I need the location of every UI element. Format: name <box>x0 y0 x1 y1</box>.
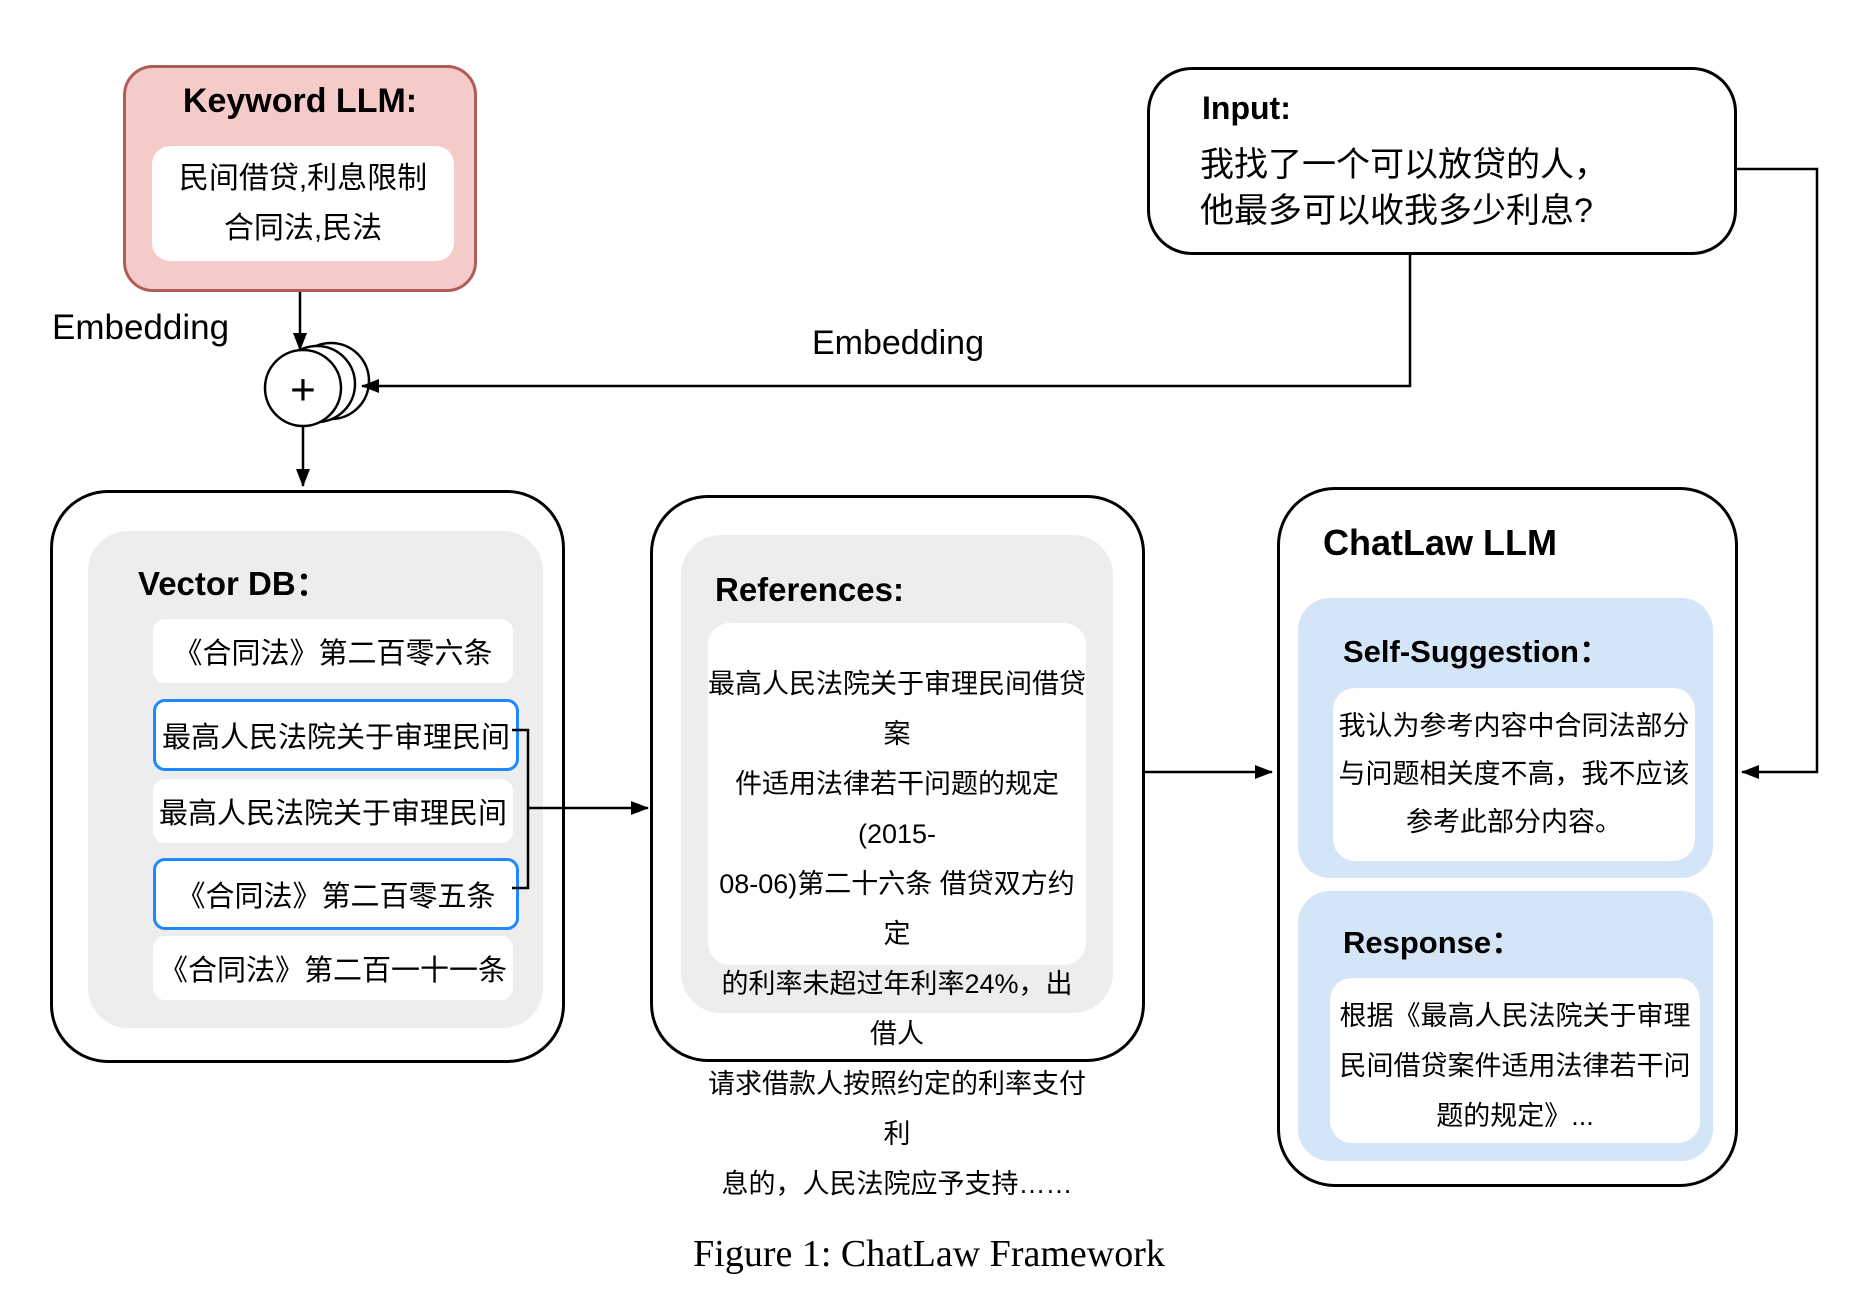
response-title: Response： <box>1343 925 1523 960</box>
self-suggestion-line: 参考此部分内容。 <box>1406 807 1622 837</box>
chatlaw-llm-title: ChatLaw LLM <box>1323 522 1557 563</box>
references-line: 请求借款人按照约定的利率支付利 <box>708 1069 1086 1149</box>
response-content: 根据《最高人民法院关于审理 民间借贷案件适用法律若干问 题的规定》... <box>1330 978 1700 1143</box>
input-line: 他最多可以收我多少利息? <box>1200 192 1593 230</box>
self-suggestion-panel: Self-Suggestion： 我认为参考内容中合同法部分 与问题相关度不高，… <box>1298 598 1713 878</box>
embedding-label-middle: Embedding <box>811 324 984 362</box>
vector-db-item: 《合同法》第二百零六条 <box>153 619 513 683</box>
references-panel: References: 最高人民法院关于审理民间借贷案 件适用法律若干问题的规定… <box>681 535 1113 1199</box>
self-suggestion-line: 与问题相关度不高，我不应该 <box>1338 759 1690 789</box>
references-title: References: <box>715 571 904 608</box>
plus-icon: + <box>290 366 316 415</box>
self-suggestion-title: Self-Suggestion： <box>1343 634 1610 669</box>
references-content: 最高人民法院关于审理民间借贷案 件适用法律若干问题的规定(2015- 08-06… <box>708 623 1086 1199</box>
references-box: References: 最高人民法院关于审理民间借贷案 件适用法律若干问题的规定… <box>650 495 1145 1199</box>
arrow-input-to-chatlaw <box>1737 167 1819 779</box>
keyword-llm-content: 民间借贷,利息限制 合同法,民法 <box>152 146 454 261</box>
arrow-input-to-embedding <box>361 255 1412 393</box>
self-suggestion-line: 我认为参考内容中合同法部分 <box>1338 711 1690 741</box>
vector-db-panel: Vector DB： 《合同法》第二百零六条 最高人民法院关于审理民间 最高人民… <box>88 531 543 1028</box>
embedding-label-left: Embedding <box>52 308 230 347</box>
references-line: 息的，人民法院应予支持…… <box>721 1169 1073 1199</box>
embedding-sum-icon: + <box>263 341 371 428</box>
input-box: Input: 我找了一个可以放贷的人， 他最多可以收我多少利息? <box>1147 67 1737 255</box>
vector-db-item-highlighted: 《合同法》第二百零五条 <box>153 858 519 930</box>
vector-db-title: Vector DB： <box>138 565 329 602</box>
input-line: 我找了一个可以放贷的人， <box>1200 146 1608 184</box>
self-suggestion-content: 我认为参考内容中合同法部分 与问题相关度不高，我不应该 参考此部分内容。 <box>1333 688 1695 861</box>
references-line: 件适用法律若干问题的规定(2015- <box>735 769 1059 849</box>
response-line: 民间借贷案件适用法律若干问 <box>1339 1051 1691 1081</box>
references-line: 的利率未超过年利率24%，出借人 <box>721 969 1073 1049</box>
keyword-llm-title: Keyword LLM: <box>182 82 418 120</box>
keyword-line: 民间借贷,利息限制 <box>178 161 428 195</box>
figure-caption: Figure 1: ChatLaw Framework <box>693 1233 1165 1275</box>
vector-db-item-highlighted: 最高人民法院关于审理民间 <box>153 699 519 771</box>
response-line: 根据《最高人民法院关于审理 <box>1339 1001 1691 1031</box>
vector-db-item: 最高人民法院关于审理民间 <box>153 779 513 843</box>
vector-db-box: Vector DB： 《合同法》第二百零六条 最高人民法院关于审理民间 最高人民… <box>50 490 565 1063</box>
input-title: Input: <box>1202 90 1291 126</box>
response-panel: Response： 根据《最高人民法院关于审理 民间借贷案件适用法律若干问 题的… <box>1298 891 1713 1161</box>
input-text: 我找了一个可以放贷的人， 他最多可以收我多少利息? <box>1200 142 1720 234</box>
references-line: 08-06)第二十六条 借贷双方约定 <box>719 869 1075 949</box>
keyword-llm-box: Keyword LLM: 民间借贷,利息限制 合同法,民法 <box>123 65 477 292</box>
response-line: 题的规定》... <box>1436 1101 1594 1131</box>
references-line: 最高人民法院关于审理民间借贷案 <box>708 669 1086 749</box>
keyword-line: 合同法,民法 <box>223 211 383 245</box>
chatlaw-llm-box: ChatLaw LLM Self-Suggestion： 我认为参考内容中合同法… <box>1277 487 1738 1187</box>
vector-db-item: 《合同法》第二百一十一条 <box>153 936 513 1000</box>
